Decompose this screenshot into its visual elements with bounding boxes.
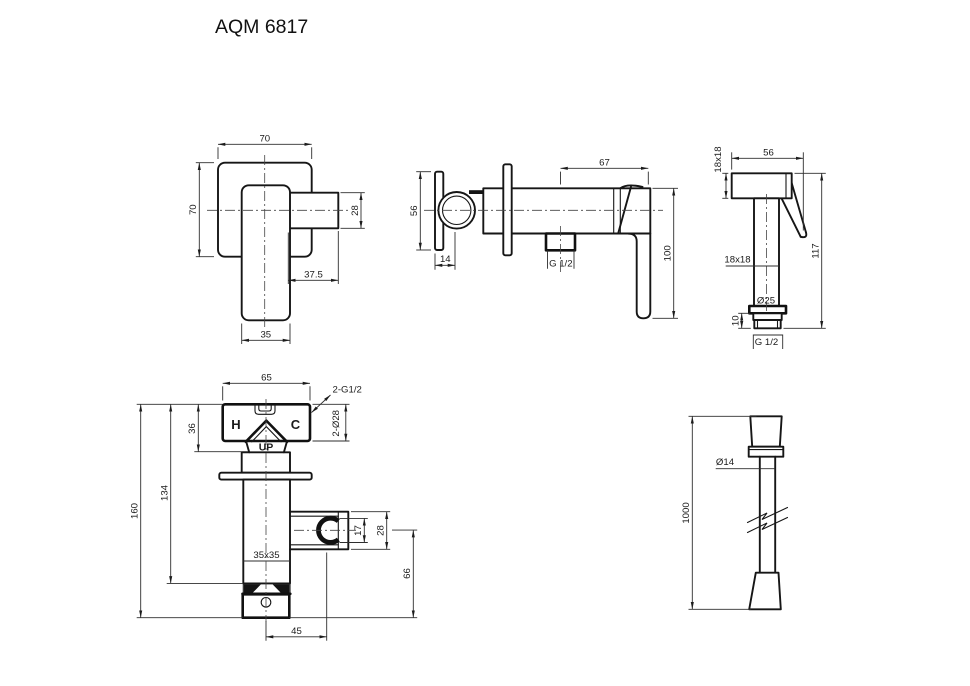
- dim-front-spout-height: 28: [350, 205, 361, 216]
- top-notch-inner: [258, 403, 272, 412]
- drawing-title: AQM 6817: [215, 16, 308, 38]
- dim-holder-drop: 66: [402, 568, 413, 579]
- sprayer-ring: [752, 312, 783, 321]
- label-up: UP: [259, 441, 274, 453]
- escutcheon-side: [502, 163, 513, 257]
- dim-hose-length: 1000: [681, 502, 692, 523]
- body-column: [242, 478, 291, 585]
- dim-front-plate-width: 70: [259, 133, 270, 144]
- view-faceplate-front: 70 70 28 37.5 35: [188, 133, 365, 344]
- dim-sprayer-head-section: 18x18: [713, 146, 724, 172]
- view-mixer-back: H C UP 35x35 65 2-G1/2 2-Ø28 36 134: [130, 372, 418, 641]
- break-symbol-lower: [746, 516, 789, 534]
- label-sprayer-thread: G 1/2: [755, 337, 778, 348]
- sprayer-thread: [753, 319, 782, 330]
- label-inlets: 2-G1/2: [333, 385, 362, 396]
- sprayer-flange: [747, 304, 788, 315]
- dim-back-body-width: 65: [261, 372, 272, 383]
- label-hot: H: [231, 417, 240, 432]
- dim-sprayer-total-height: 117: [810, 243, 821, 258]
- hose-collar: [747, 445, 785, 458]
- handle-bar-side: [627, 232, 652, 320]
- dim-clip-outer: 28: [375, 525, 386, 536]
- dim-top-offset: 36: [187, 423, 198, 434]
- escutcheon-back: [218, 471, 313, 481]
- dim-side-body-length: 67: [599, 157, 610, 168]
- break-symbol-upper: [746, 506, 789, 524]
- dim-front-handle-width: 35: [260, 329, 271, 340]
- spout-stub: [287, 191, 340, 230]
- view-mixer-side: G 1/2 56 14 67 100: [409, 157, 678, 320]
- aerator-wedge-right: [272, 584, 290, 593]
- dim-hose-diameter: Ø14: [716, 457, 735, 468]
- dim-side-handle-height: 100: [663, 245, 674, 261]
- dim-sprayer-thread-length: 10: [730, 315, 741, 326]
- hose-end-cone: [748, 571, 782, 611]
- dim-sprayer-body-section: 18x18: [724, 255, 750, 266]
- dim-mid-height: 134: [160, 484, 171, 501]
- dim-front-plate-height: 70: [188, 204, 199, 215]
- dim-clip-inner: 17: [353, 525, 364, 536]
- hose-nut: [749, 415, 783, 448]
- dim-front-spout-length: 37.5: [304, 269, 323, 280]
- aerator-wedge-left: [244, 584, 261, 593]
- label-cold: C: [291, 417, 301, 432]
- dim-side-flange-depth: 14: [440, 254, 451, 265]
- thread-label-box: [752, 334, 784, 349]
- top-notch-outer: [254, 403, 276, 415]
- dim-sprayer-flange-diameter: Ø25: [757, 295, 775, 306]
- label-body-section: 35x35: [253, 550, 279, 561]
- sprayer-head: [730, 172, 793, 200]
- dim-side-flange-height: 56: [409, 205, 420, 216]
- dim-total-height: 160: [130, 503, 141, 519]
- view-sprayer: 18x18 56 117 18x18 Ø25 10 G 1/2: [713, 146, 826, 349]
- dim-holder-offset: 45: [291, 626, 302, 637]
- lever-top-arc: [619, 184, 644, 190]
- trigger-tip: [799, 231, 808, 239]
- outlet-tab: [469, 190, 484, 194]
- dim-escutcheons: 2-Ø28: [331, 410, 342, 437]
- dim-sprayer-head-length: 56: [763, 147, 774, 158]
- view-hose: 1000 Ø14: [681, 415, 789, 611]
- handle-front: [240, 184, 291, 322]
